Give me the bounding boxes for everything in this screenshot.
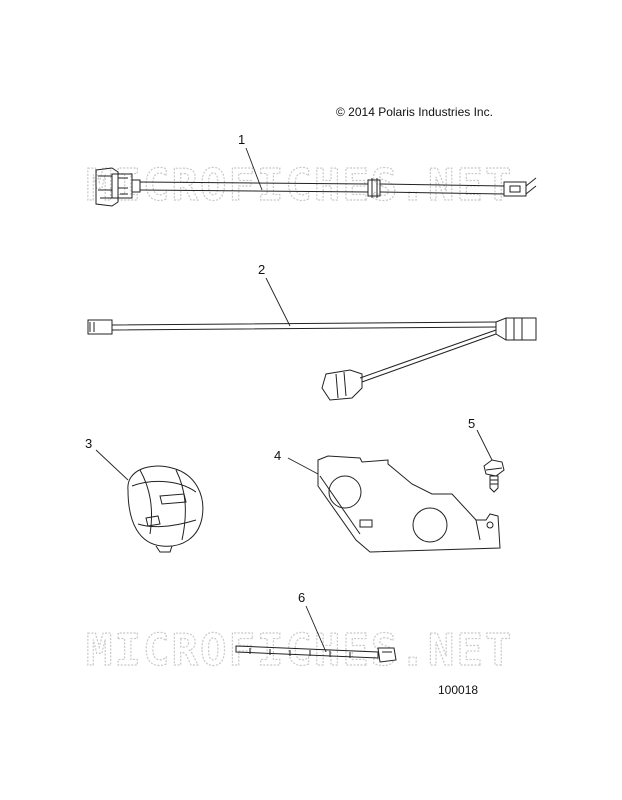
leader-2 [265, 277, 291, 327]
leader-1 [245, 147, 263, 191]
callout-6: 6 [298, 590, 305, 605]
part-2-sensor-harness [87, 317, 537, 401]
leader-5 [476, 429, 493, 461]
callout-2: 2 [258, 262, 265, 277]
leader-3 [95, 449, 129, 481]
part-6-cable-tie [235, 645, 397, 663]
copyright-text: © 2014 Polaris Industries Inc. [336, 105, 493, 119]
reference-number: 100018 [438, 683, 478, 697]
callout-1: 1 [238, 132, 245, 147]
callout-5: 5 [468, 416, 475, 431]
leader-6 [305, 605, 327, 653]
part-1-wire-harness [95, 167, 537, 207]
part-5-bolt [483, 459, 505, 493]
leader-4 [287, 457, 319, 475]
callout-4: 4 [274, 448, 281, 463]
watermark-top: MICROFICHES.NET [86, 160, 513, 211]
watermark-bottom: MICROFICHES.NET [86, 625, 513, 676]
part-4-mounting-bracket [317, 455, 501, 553]
callout-3: 3 [85, 436, 92, 451]
part-3-grommet-cover [127, 465, 204, 553]
